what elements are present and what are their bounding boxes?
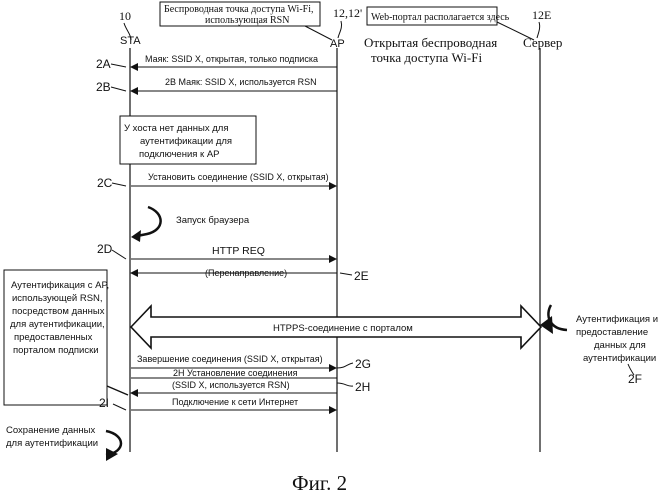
ref-2d-leader	[112, 250, 126, 259]
auth-ap-note-line3: посредством данных	[12, 306, 105, 317]
ref-2b: 2B	[96, 80, 111, 94]
auth-server-note-line2: предоставление	[576, 327, 648, 338]
auth-server-arrowhead	[540, 316, 553, 334]
message-2e-label: (Перенаправление)	[205, 268, 287, 278]
portal-callout-text: Web-портал располагается здесь	[371, 12, 510, 23]
browser-launch-label: Запуск браузера	[176, 215, 250, 226]
auth-server-note-line1: Аутентификация и	[576, 314, 658, 325]
auth-ap-note-line4: для аутентификации,	[10, 319, 105, 330]
message-2d-label: HTTP REQ	[212, 245, 265, 257]
ref-2f: 2F	[628, 372, 642, 386]
rsn-ap-callout-line2: использующая RSN	[205, 15, 289, 26]
message-2i-label: Подключение к сети Интернет	[172, 397, 298, 407]
sta-number: 10	[119, 9, 131, 23]
message-2g-label: Завершение соединения (SSID X, открытая)	[137, 354, 323, 364]
ref-2e: 2E	[354, 269, 369, 283]
portal-callout-pointer	[497, 22, 534, 40]
ref-2h: 2H	[355, 380, 370, 394]
ap-leader	[338, 21, 342, 38]
ref-2e-leader	[340, 273, 352, 275]
save-note-line2: для аутентификации	[6, 438, 98, 449]
auth-server-note-line4: аутентификации	[583, 353, 656, 364]
auth-ap-note-line2: использующей RSN,	[12, 293, 103, 304]
no-data-note-line2: аутентификации для	[140, 136, 232, 147]
ref-2b-leader	[111, 87, 126, 91]
message-2a-label: Маяк: SSID X, открытая, только подписка	[145, 54, 318, 64]
ap-label-line1: Открытая беспроводная	[364, 35, 497, 50]
auth-server-note-line3: данных для	[594, 340, 646, 351]
auth-ap-note-line5: предоставленных	[14, 332, 93, 343]
server-number: 12E	[532, 8, 551, 22]
https-label: HTPPS-соединение с порталом	[273, 323, 413, 334]
ref-2i: 2I	[99, 396, 109, 410]
ap-label-line2: точка доступа Wi-Fi	[371, 50, 482, 65]
auth-ap-pointer	[107, 386, 128, 395]
ref-2g-leader	[337, 363, 353, 368]
rsn-ap-callout-pointer	[305, 26, 332, 40]
message-2c-label: Установить соединение (SSID X, открытая)	[148, 172, 329, 182]
rsn-ap-callout-line1: Беспроводная точка доступа Wi-Fi,	[164, 4, 314, 15]
figure-caption: Фиг. 2	[292, 471, 347, 495]
message-2b-label: 2B Маяк: SSID X, используется RSN	[165, 77, 317, 87]
ref-2a-leader	[111, 64, 126, 67]
ap-number: 12,12'	[333, 6, 362, 20]
ref-2c-leader	[112, 183, 126, 186]
ref-2a: 2A	[96, 57, 111, 71]
no-data-note-line1: У хоста нет данных для	[124, 123, 229, 134]
ref-2h-leader	[337, 383, 353, 386]
auth-ap-note-line1: Аутентификация с AP,	[11, 280, 109, 291]
ap-name: AP	[330, 38, 345, 50]
ref-2d: 2D	[97, 242, 113, 256]
auth-ap-note-line6: порталом подписки	[13, 345, 99, 356]
message-2h-label-line1: 2H Установление соединения	[173, 368, 298, 378]
message-2h-label-line2: (SSID X, используется RSN)	[172, 380, 290, 390]
browser-launch-arrowhead	[131, 230, 141, 242]
ref-2c: 2C	[97, 176, 113, 190]
ref-2i-leader	[113, 404, 126, 410]
save-note-line1: Сохранение данных	[6, 425, 96, 436]
ref-2g: 2G	[355, 357, 371, 371]
no-data-note-line3: подключения к AP	[139, 149, 220, 160]
